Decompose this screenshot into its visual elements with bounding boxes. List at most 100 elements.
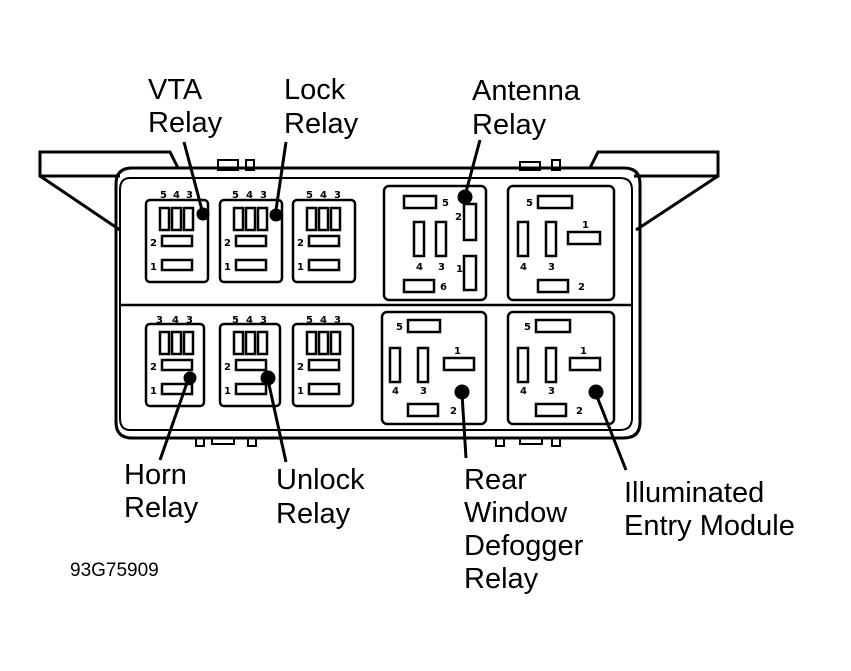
callout-rear-line2: Window bbox=[464, 497, 568, 529]
pin-label: 3 bbox=[334, 315, 341, 326]
callout-illum-line2: Entry Module bbox=[624, 510, 795, 542]
leader-line-antenna bbox=[464, 139, 482, 193]
callout-antenna-line2: Relay bbox=[472, 109, 547, 141]
pin-label: 1 bbox=[456, 264, 463, 275]
callout-vta-line2: Relay bbox=[148, 107, 223, 139]
leader-lines bbox=[158, 139, 628, 471]
relay-antenna bbox=[382, 184, 488, 302]
callout-rear-line1: Rear bbox=[464, 464, 527, 496]
module-illuminated-entry bbox=[506, 310, 616, 426]
pin-label: 6 bbox=[440, 282, 447, 293]
callout-illum-line1: Illuminated bbox=[624, 477, 764, 509]
leader-line-horn bbox=[158, 379, 190, 461]
relay-top-right bbox=[506, 184, 616, 302]
pin-label: 3 bbox=[260, 190, 267, 201]
leader-dot-vta bbox=[196, 207, 210, 221]
pin-label: 5 bbox=[306, 190, 313, 201]
pin-label: 1 bbox=[454, 346, 461, 357]
pin-label: 3 bbox=[548, 262, 555, 273]
relay-top-third bbox=[291, 198, 357, 284]
pin-label: 3 bbox=[260, 315, 267, 326]
pin-label: 4 bbox=[416, 262, 423, 273]
leader-line-lock bbox=[274, 141, 288, 211]
callout-horn: Horn Relay bbox=[124, 459, 199, 524]
callout-rear-window-defogger: Rear Window Defogger Relay bbox=[464, 464, 584, 595]
relay-bottom-third bbox=[291, 322, 355, 408]
pin-label: 3 bbox=[548, 386, 555, 397]
pin-label: 3 bbox=[420, 386, 427, 397]
pin-label: 5 bbox=[526, 198, 533, 209]
pin-label: 1 bbox=[150, 262, 157, 273]
leader-dot-unlock bbox=[260, 370, 276, 386]
pin-label: 3 bbox=[186, 190, 193, 201]
pin-label: 5 bbox=[442, 198, 449, 209]
callout-antenna: Antenna Relay bbox=[472, 75, 581, 141]
relay-horn bbox=[144, 322, 206, 408]
pin-label: 1 bbox=[224, 262, 231, 273]
pin-label: 3 bbox=[438, 262, 445, 273]
pin-label: 2 bbox=[578, 282, 585, 293]
pin-label: 4 bbox=[320, 190, 327, 201]
pin-label: 5 bbox=[232, 315, 239, 326]
pin-label: 4 bbox=[246, 190, 253, 201]
pin-label: 1 bbox=[297, 262, 304, 273]
callout-lock-line1: Lock bbox=[284, 74, 346, 106]
pin-label: 2 bbox=[576, 406, 583, 417]
callout-rear-line3: Defogger bbox=[464, 530, 584, 562]
relay-unlock bbox=[218, 322, 282, 408]
pin-label: 4 bbox=[172, 315, 179, 326]
callout-illuminated-entry: Illuminated Entry Module bbox=[624, 477, 795, 542]
pin-label: 2 bbox=[297, 362, 304, 373]
pin-label: 4 bbox=[520, 386, 527, 397]
callout-unlock: Unlock Relay bbox=[276, 464, 365, 530]
callout-antenna-line1: Antenna bbox=[472, 75, 581, 107]
callout-lock: Lock Relay bbox=[284, 74, 359, 140]
relay-vta bbox=[144, 198, 210, 284]
leader-dot-horn bbox=[183, 371, 197, 385]
pin-label: 1 bbox=[580, 346, 587, 357]
pin-labels: 5 4 3 2 1 5 4 3 2 1 5 4 3 2 1 3 4 3 2 1 … bbox=[150, 190, 589, 417]
pin-label: 3 bbox=[334, 190, 341, 201]
callout-vta-line1: VTA bbox=[148, 74, 203, 106]
pin-label: 5 bbox=[524, 322, 531, 333]
leader-line-vta bbox=[182, 141, 204, 211]
pin-label: 2 bbox=[450, 406, 457, 417]
pin-label: 3 bbox=[186, 315, 193, 326]
figure-code: 93G75909 bbox=[70, 560, 159, 581]
callout-unlock-line2: Relay bbox=[276, 498, 351, 530]
leader-dot-lock bbox=[269, 208, 283, 222]
pin-label: 4 bbox=[520, 262, 527, 273]
leader-dot-antenna bbox=[457, 189, 473, 205]
leader-line-illum bbox=[594, 393, 628, 471]
pin-label: 2 bbox=[455, 212, 462, 223]
leader-dot-illum bbox=[588, 384, 604, 400]
callout-unlock-line1: Unlock bbox=[276, 464, 365, 496]
pin-label: 5 bbox=[160, 190, 167, 201]
callout-lock-line2: Relay bbox=[284, 108, 359, 140]
pin-label: 1 bbox=[224, 386, 231, 397]
relay-rear-window-defogger bbox=[380, 310, 488, 426]
callout-horn-line1: Horn bbox=[124, 459, 187, 491]
pin-label: 4 bbox=[320, 315, 327, 326]
leader-dot-rear bbox=[454, 384, 470, 400]
pin-label: 4 bbox=[173, 190, 180, 201]
pin-label: 1 bbox=[150, 386, 157, 397]
leader-line-rear bbox=[460, 393, 468, 459]
pin-label: 2 bbox=[297, 238, 304, 249]
callout-rear-line4: Relay bbox=[464, 563, 539, 595]
pin-label: 2 bbox=[224, 362, 231, 373]
relay-lock bbox=[218, 198, 284, 284]
pin-label: 4 bbox=[246, 315, 253, 326]
pin-label: 2 bbox=[150, 238, 157, 249]
pin-label: 4 bbox=[392, 386, 399, 397]
pin-label: 3 bbox=[156, 315, 163, 326]
pin-label: 5 bbox=[306, 315, 313, 326]
relay-box-housing bbox=[38, 150, 720, 447]
pin-label: 2 bbox=[150, 362, 157, 373]
leader-line-unlock bbox=[266, 379, 288, 463]
pin-label: 1 bbox=[297, 386, 304, 397]
pin-label: 5 bbox=[396, 322, 403, 333]
pin-label: 2 bbox=[224, 238, 231, 249]
callout-vta: VTA Relay bbox=[148, 74, 223, 139]
